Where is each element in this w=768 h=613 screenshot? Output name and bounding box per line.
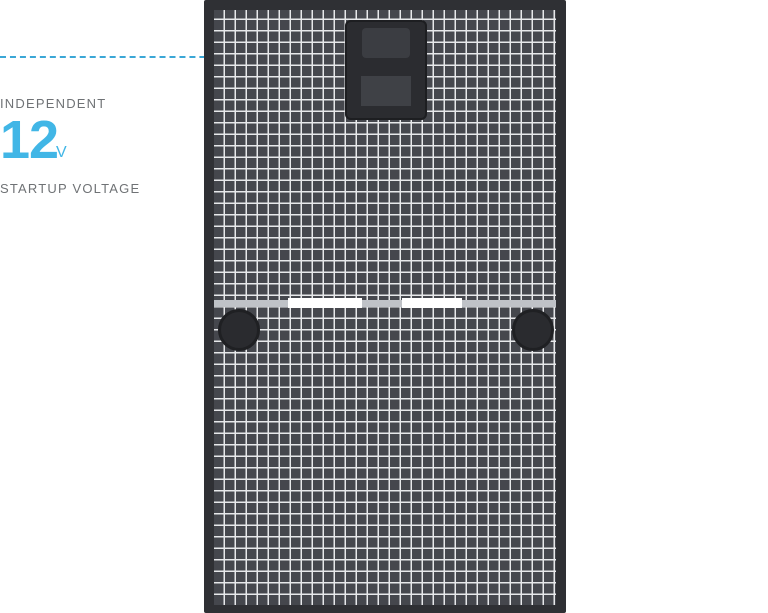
solar-panel	[204, 0, 566, 613]
startup-voltage-unit: V	[56, 144, 67, 161]
junction-box-cover	[362, 28, 410, 58]
busbar-highlight-center	[402, 298, 462, 308]
junction-box-label-plate	[361, 76, 411, 106]
callout-line	[0, 56, 345, 58]
solar-cells-grid	[214, 10, 556, 605]
callout-heading: INDEPENDENT	[0, 96, 107, 111]
busbar-highlight-left	[288, 298, 362, 308]
startup-voltage-value: 12	[0, 110, 59, 170]
callout-subheading: STARTUP VOLTAGE	[0, 181, 141, 196]
cable-connector-right	[512, 309, 554, 351]
microinverter-junction-box	[345, 20, 427, 120]
panel-center-busbar	[214, 300, 556, 307]
cable-connector-left	[218, 309, 260, 351]
